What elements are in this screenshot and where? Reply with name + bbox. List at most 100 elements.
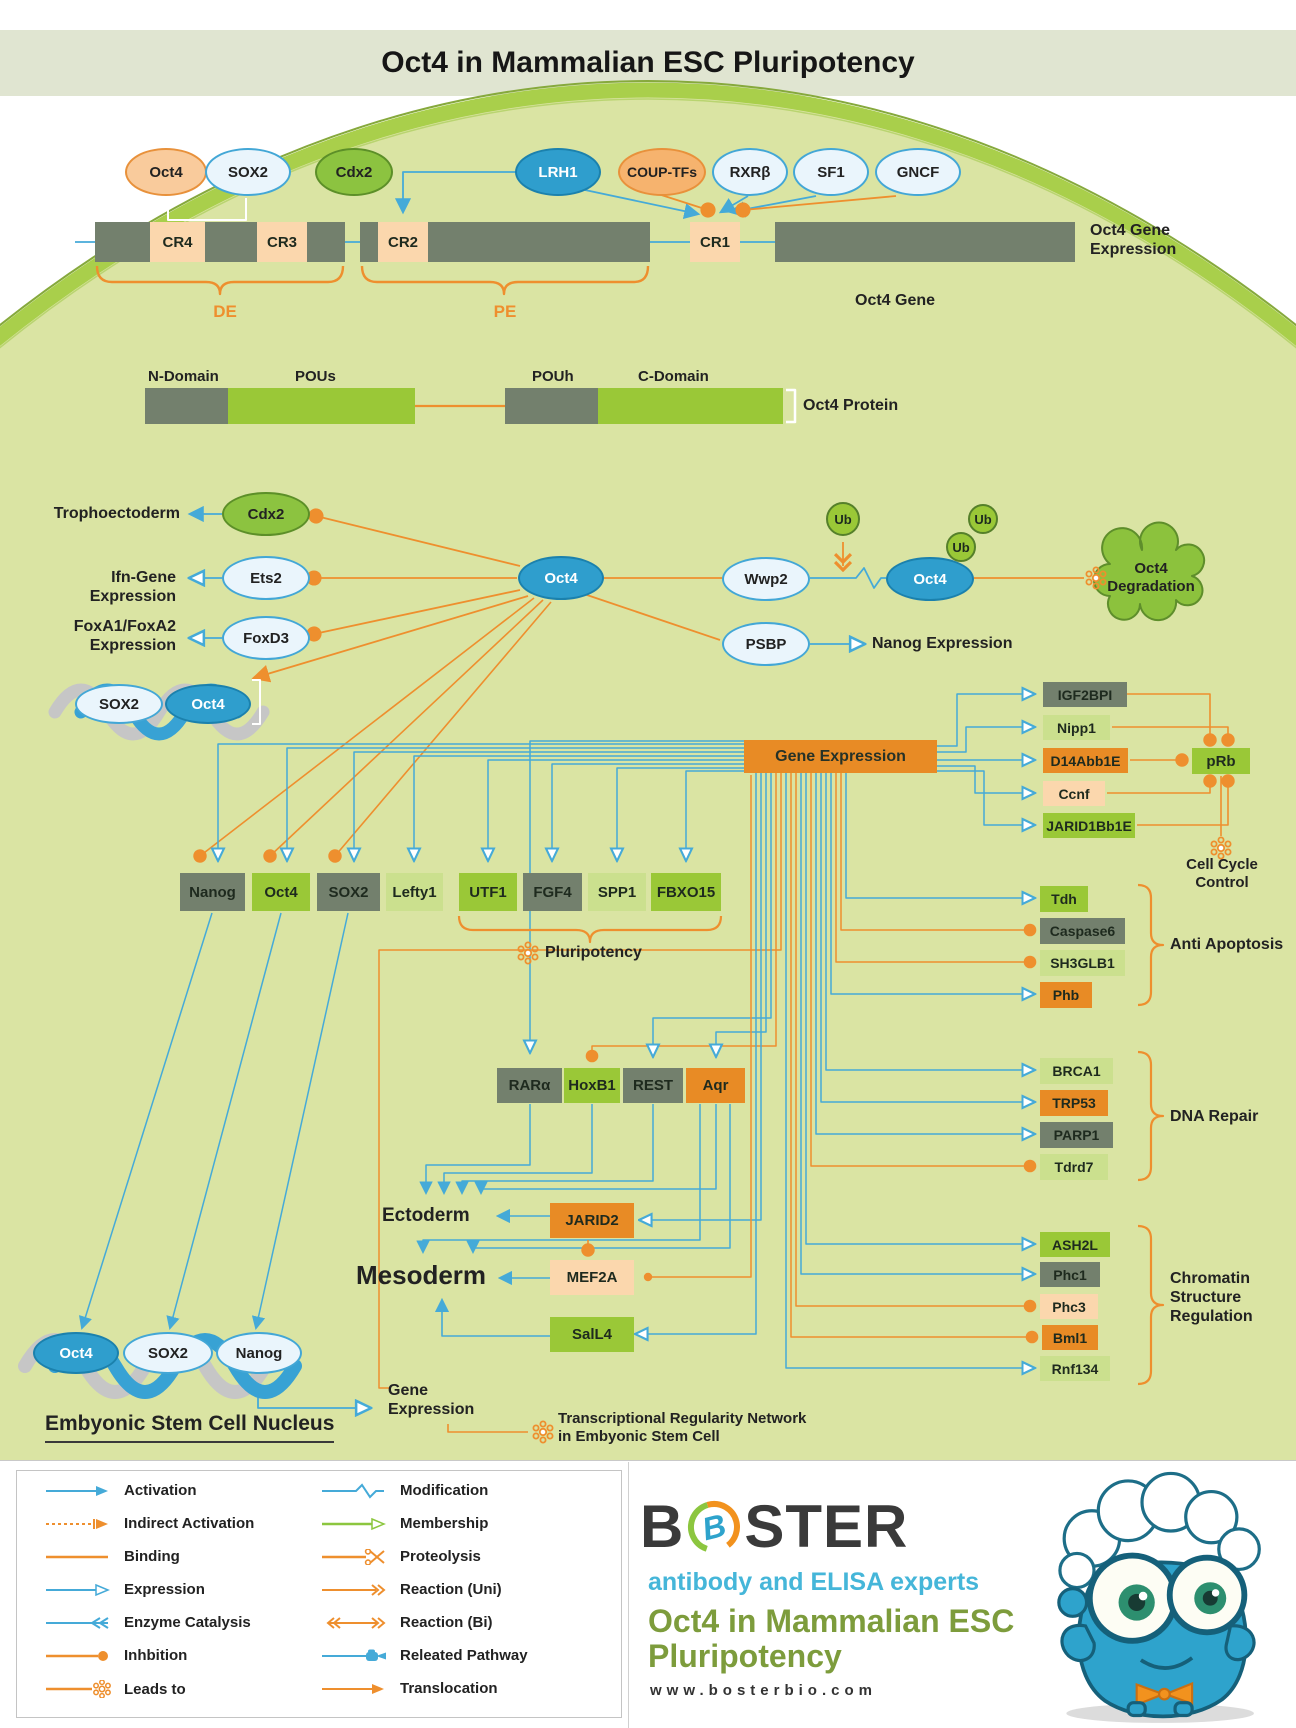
node-mef2a: MEF2A: [550, 1260, 634, 1295]
legend-enzyme-catalysis: Enzyme Catalysis: [44, 1614, 251, 1631]
target-lefty1: Lefty1: [386, 873, 443, 911]
gene-block-cr1: CR1: [690, 222, 740, 262]
dr-trp53: TRP53: [1040, 1090, 1108, 1116]
chromatin-brace: [1137, 1224, 1165, 1386]
degradation-cloud: [1093, 521, 1206, 622]
nanog-expression-label: Nanog Expression: [872, 635, 1013, 652]
svg-text:B: B: [699, 1506, 730, 1547]
nucleus-heading: Embyonic Stem Cell Nucleus: [45, 1412, 335, 1443]
mid-hoxb1: HoxB1: [564, 1068, 620, 1103]
cc-prb: pRb: [1192, 748, 1250, 774]
dr-parp1: PARP1: [1040, 1122, 1113, 1148]
aa-phb: Phb: [1040, 982, 1092, 1008]
node-cdx2: Cdx2: [315, 148, 393, 196]
footer-divider: [628, 1462, 629, 1728]
related-pathway-hand-icon: [322, 1649, 386, 1661]
node-oct4-hub: Oct4: [518, 556, 604, 600]
target-fgf4: FGF4: [523, 873, 582, 911]
gene-block: [95, 222, 150, 262]
target-utf1: UTF1: [459, 873, 517, 911]
pouh-label: POUh: [532, 368, 574, 385]
mid-aqr: Aqr: [686, 1068, 745, 1103]
reaction-uni-arrow-icon: [322, 1583, 386, 1596]
node-sox2-nucleus: SOX2: [123, 1332, 213, 1374]
legend-leads-to: Leads to: [44, 1680, 186, 1698]
aa-caspase6: Caspase6: [1040, 918, 1125, 944]
node-sf1: SF1: [793, 148, 869, 196]
legend-binding: Binding: [44, 1548, 180, 1565]
boster-logo: B B STER: [640, 1492, 908, 1561]
legend-indirect-activation: Indirect Activation: [44, 1515, 254, 1532]
legend-inhibition: Inhbition: [44, 1647, 187, 1664]
mid-rara: RARα: [497, 1068, 562, 1103]
ub-badge: Ub: [968, 504, 998, 534]
binding-line-icon: [46, 1555, 108, 1558]
de-label: DE: [213, 302, 237, 321]
dna-repair-caption: DNA Repair: [1170, 1108, 1259, 1125]
cc-nipp1: Nipp1: [1043, 715, 1110, 740]
legend-box: [16, 1470, 622, 1718]
legend-reaction-uni: Reaction (Uni): [320, 1581, 502, 1598]
oct4-protein-label: Oct4 Protein: [803, 397, 899, 414]
gene-block: [307, 222, 345, 262]
node-coup-tfs: COUP-TFs: [618, 148, 706, 196]
node-wwp2: Wwp2: [722, 557, 810, 601]
dr-tdrd7: Tdrd7: [1040, 1154, 1108, 1180]
translocation-arrow-icon: [322, 1683, 384, 1694]
gene-block-cr2: CR2: [378, 222, 428, 262]
ub-badge: Ub: [946, 532, 976, 562]
node-nanog-nucleus: Nanog: [216, 1332, 302, 1374]
legend-translocation: Translocation: [320, 1680, 498, 1697]
proteolysis-scissors-icon: [322, 1548, 385, 1565]
dr-brca1: BRCA1: [1040, 1058, 1113, 1084]
pous-label: POUs: [295, 368, 336, 385]
target-fbxo15: FBXO15: [651, 873, 721, 911]
target-nanog: Nanog: [180, 873, 245, 911]
mid-rest: REST: [623, 1068, 683, 1103]
node-jarid2: JARID2: [550, 1203, 634, 1238]
pe-brace: [360, 265, 650, 296]
node-rxrb: RXRβ: [712, 148, 788, 196]
gene-block: [775, 222, 1075, 262]
oct4-gene-label: Oct4 Gene: [855, 292, 936, 309]
brand-letters-ster: STER: [744, 1493, 909, 1560]
legend-reaction-bi: Reaction (Bi): [320, 1614, 493, 1631]
expression-arrow-icon: [46, 1583, 110, 1596]
ch-ash2l: ASH2L: [1040, 1232, 1110, 1257]
enzyme-catalysis-arrow-icon: [46, 1616, 109, 1629]
website-url: www.bosterbio.com: [650, 1682, 877, 1699]
legend-modification: Modification: [320, 1482, 488, 1499]
node-oct4-ub: Oct4: [886, 557, 974, 601]
target-sox2: SOX2: [317, 873, 380, 911]
inhibition-dot-icon: [46, 1650, 108, 1661]
ch-phc3: Phc3: [1040, 1294, 1098, 1319]
cc-igf2bpi: IGF2BPI: [1043, 682, 1127, 707]
ectoderm-label: Ectoderm: [382, 1205, 470, 1226]
target-oct4: Oct4: [252, 873, 310, 911]
node-oct4-nucleus: Oct4: [33, 1332, 119, 1374]
node-gncf: GNCF: [875, 148, 961, 196]
pluripotency-brace: [457, 915, 723, 944]
node-foxd3: FoxD3: [222, 616, 310, 660]
node-oct4: Oct4: [125, 148, 207, 196]
brand-tagline: antibody and ELISA experts: [648, 1568, 980, 1596]
c-domain-label: C-Domain: [638, 368, 709, 385]
target-spp1: SPP1: [588, 873, 646, 911]
ch-rnf134: Rnf134: [1040, 1356, 1110, 1381]
leads-to-flower-icon: [46, 1680, 111, 1698]
cc-d14abb1e: D14Abb1E: [1043, 748, 1128, 773]
dna-repair-brace: [1137, 1050, 1165, 1182]
node-sall4: SalL4: [550, 1317, 634, 1352]
membership-arrow-icon: [322, 1517, 386, 1530]
aa-tdh: Tdh: [1040, 886, 1088, 912]
ch-bml1: Bml1: [1042, 1325, 1098, 1350]
indirect-activation-arrow-icon: [46, 1518, 108, 1529]
